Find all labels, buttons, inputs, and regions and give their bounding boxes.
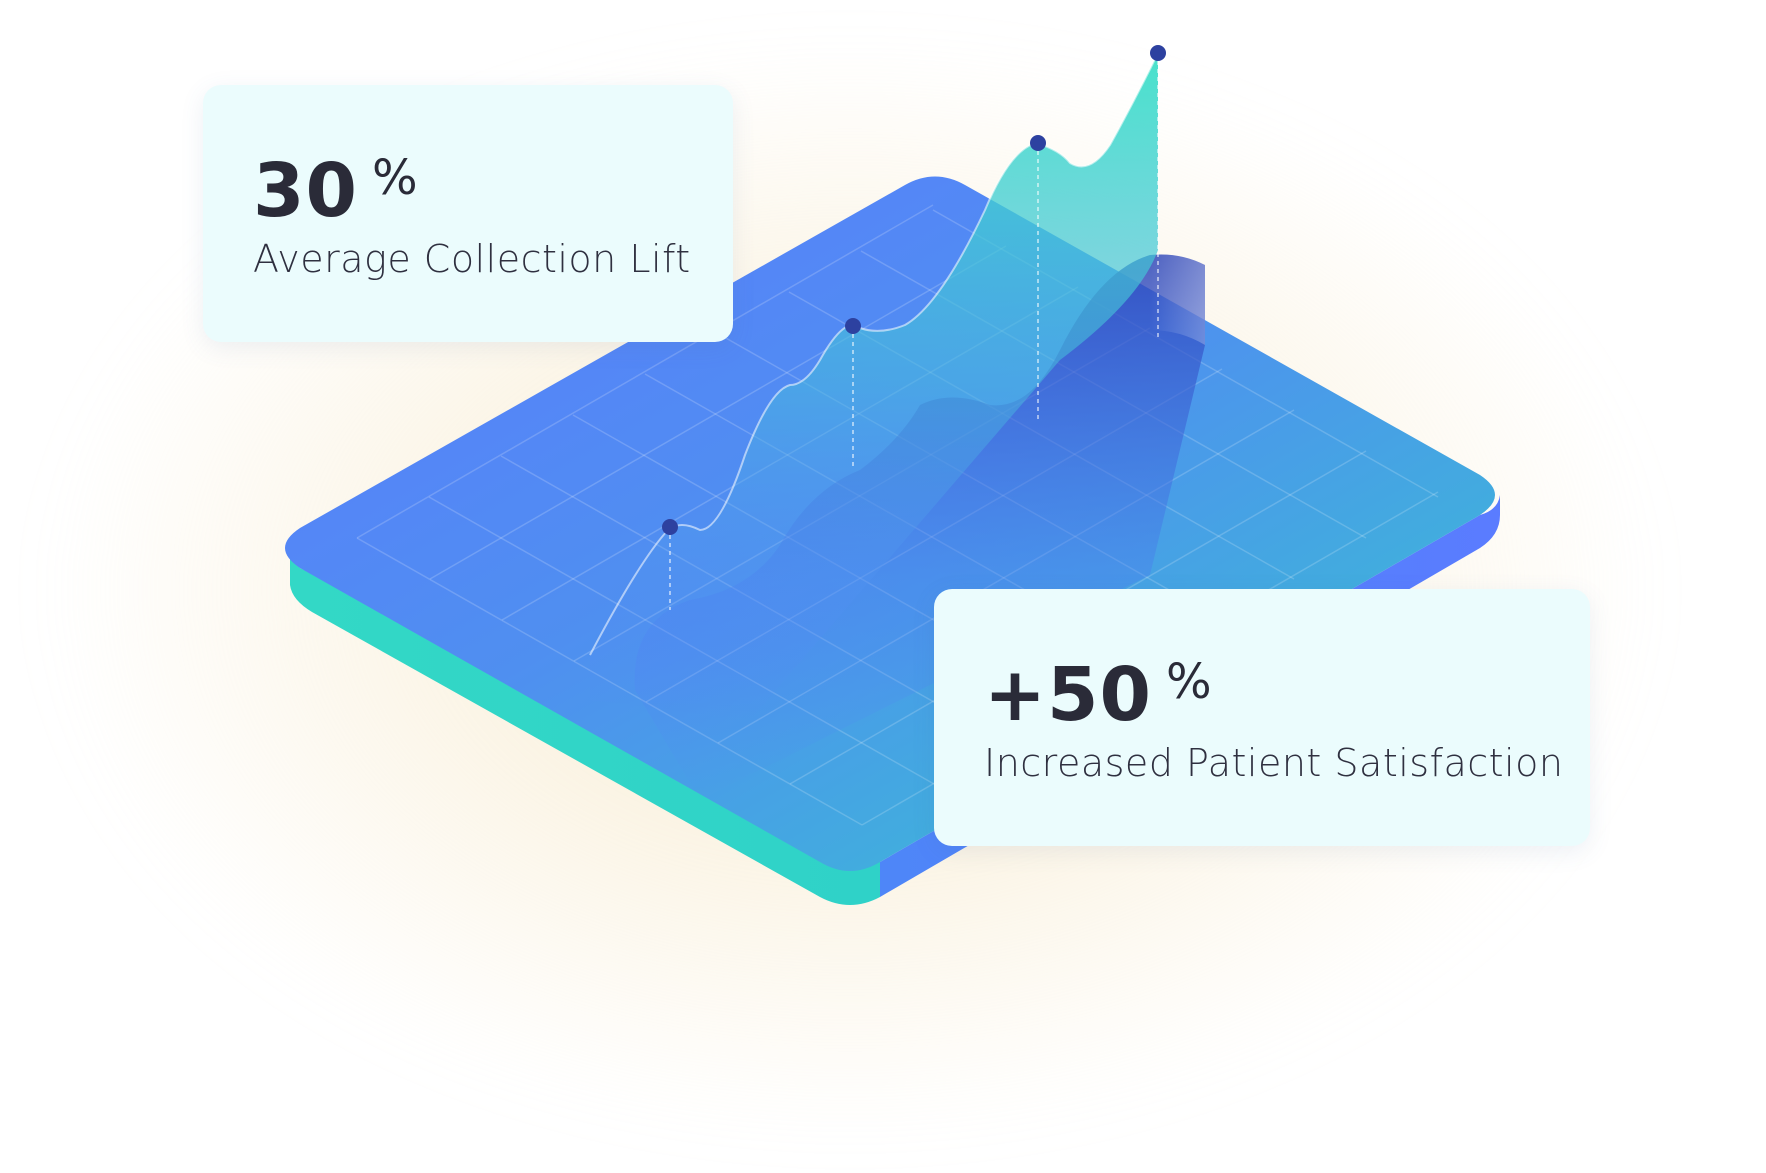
data-point-icon bbox=[1030, 135, 1046, 151]
stat-unit: % bbox=[1165, 654, 1213, 710]
stat-card-collection-lift: 30% Average Collection Lift bbox=[203, 85, 733, 342]
stat-label: Increased Patient Satisfaction bbox=[984, 741, 1564, 785]
back-area-cap bbox=[1150, 254, 1205, 345]
data-point-icon bbox=[1150, 45, 1166, 61]
line-area-series bbox=[590, 53, 1158, 720]
data-point-icon bbox=[845, 318, 861, 334]
stat-card-patient-satisfaction: +50% Increased Patient Satisfaction bbox=[934, 589, 1590, 846]
stat-unit: % bbox=[371, 150, 419, 206]
drop-lines bbox=[669, 53, 1159, 610]
stat-value: +50% bbox=[984, 652, 1213, 738]
stat-value: 30% bbox=[253, 148, 419, 234]
stat-label: Average Collection Lift bbox=[253, 237, 691, 281]
data-point-icon bbox=[662, 519, 678, 535]
